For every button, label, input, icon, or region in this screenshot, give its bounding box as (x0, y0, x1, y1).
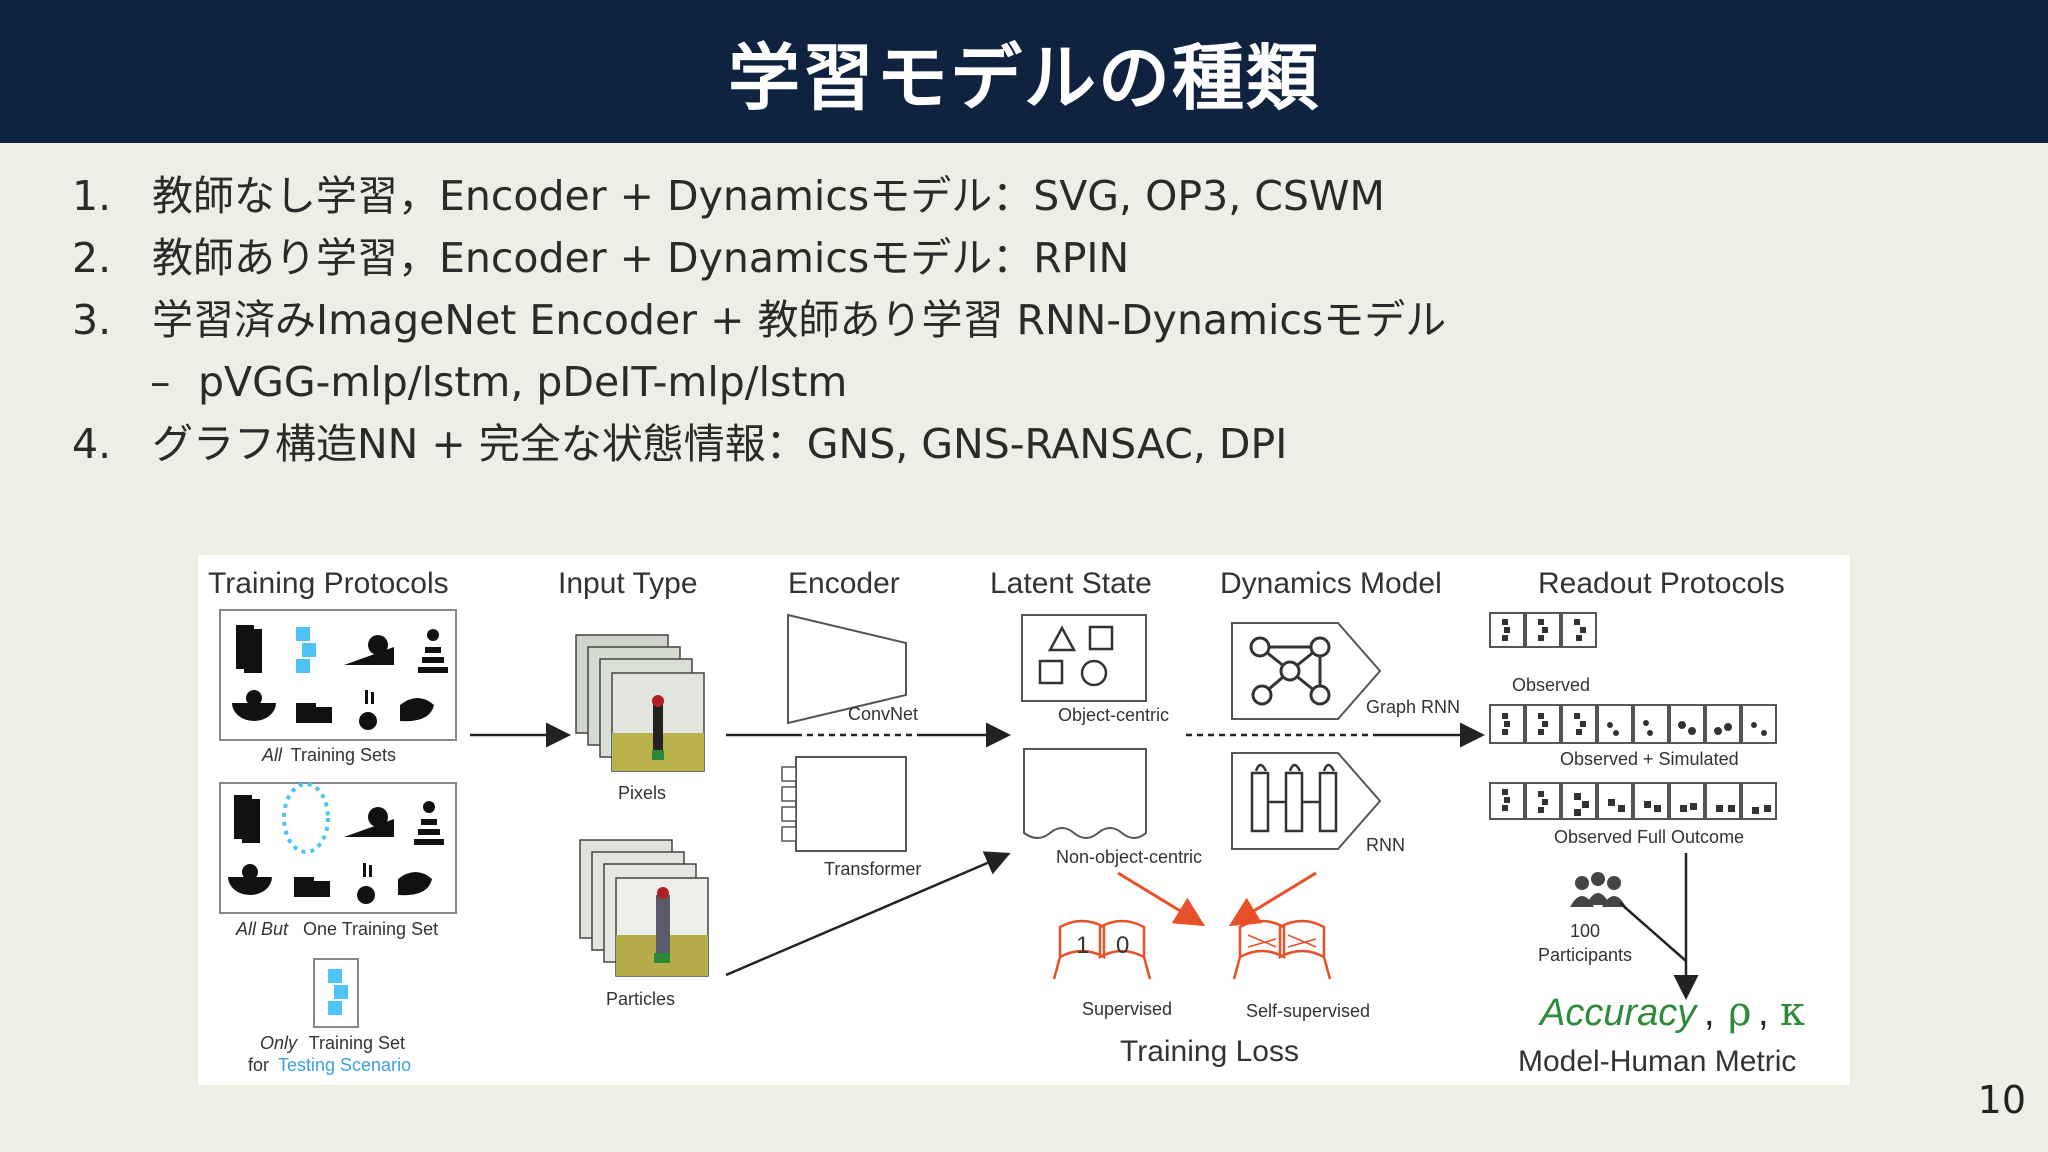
metric-comma-2: , (1758, 992, 1769, 1034)
participants-connector (1619, 902, 1687, 962)
non-object-centric-label: Non-object-centric (1056, 847, 1202, 867)
header-encoder: Encoder (788, 567, 900, 600)
training-all-em: All (261, 745, 283, 765)
list-text: 教師なし学習，Encoder + Dynamicsモデル：SVG, OP3, C… (152, 172, 1385, 220)
supervised-flags: 1 0 Supervised (1052, 919, 1172, 1019)
training-all-box: All Training Sets (219, 609, 457, 765)
list-number: 4. (72, 420, 112, 468)
particles-stack: Particles (579, 839, 709, 1009)
particles-label: Particles (606, 989, 675, 1009)
training-only-label: Training Set (304, 1033, 405, 1053)
graph-rnn-model: Graph RNN (1231, 622, 1460, 720)
transformer-encoder: Transformer (781, 756, 921, 879)
header-input-type: Input Type (558, 567, 698, 600)
graph-rnn-label: Graph RNN (1366, 697, 1460, 717)
convnet-encoder: ConvNet (787, 613, 918, 725)
list-text: 教師あり学習，Encoder + Dynamicsモデル：RPIN (152, 234, 1130, 282)
training-only-em: Only (260, 1033, 298, 1053)
flag-zero: 0 (1116, 932, 1129, 959)
arrow-loss-selfsupervised (1228, 871, 1317, 927)
header-dynamics-model: Dynamics Model (1220, 567, 1442, 600)
slide-title: 学習モデルの種類 (727, 36, 1320, 120)
training-allbut-box: All But One Training Set (219, 782, 457, 939)
list-text: pVGG-mlp/lstm, pDeIT-mlp/lstm (198, 358, 848, 406)
training-loss-title: Training Loss (1120, 1035, 1299, 1068)
participants-label: Participants (1538, 945, 1632, 965)
header-readout-protocols: Readout Protocols (1538, 567, 1785, 600)
model-human-metric-label: Model-Human Metric (1518, 1045, 1796, 1078)
bullet-list: 1. 教師なし学習，Encoder + Dynamicsモデル：SVG, OP3… (72, 165, 1972, 475)
training-all-label: Training Sets (286, 745, 396, 765)
list-text: 学習済みImageNet Encoder + 教師あり学習 RNN-Dynami… (152, 296, 1447, 344)
observed-full-label: Observed Full Outcome (1554, 827, 1744, 847)
training-for-label: for (248, 1055, 274, 1075)
testing-scenario-label: Testing Scenario (278, 1055, 411, 1075)
rnn-model: RNN (1231, 752, 1405, 855)
header-latent-state: Latent State (990, 567, 1152, 600)
sub-dash: – (150, 358, 171, 406)
object-centric-state: Object-centric (1021, 614, 1169, 725)
supervised-label: Supervised (1082, 999, 1172, 1019)
list-item: 1. 教師なし学習，Encoder + Dynamicsモデル：SVG, OP3… (72, 165, 1972, 227)
header-training-protocols: Training Protocols (208, 567, 449, 600)
title-bar: 学習モデルの種類 (0, 0, 2048, 143)
arrow-loss-supervised (1117, 871, 1206, 927)
observed-simulated-label: Observed + Simulated (1560, 749, 1739, 769)
list-item: 3. 学習済みImageNet Encoder + 教師あり学習 RNN-Dyn… (72, 289, 1972, 351)
arrow-particles-latent (725, 851, 1011, 977)
readout-simulated-row (1489, 704, 1777, 744)
readout-observed-row (1489, 612, 1597, 648)
pipeline-diagram: Training Protocols Input Type Encoder La… (208, 567, 1805, 1078)
training-allbut-label: One Training Set (298, 919, 438, 939)
flag-one: 1 (1076, 932, 1089, 959)
pixels-label: Pixels (618, 783, 666, 803)
kappa-label: κ (1780, 989, 1805, 1035)
self-supervised-label: Self-supervised (1246, 1001, 1370, 1021)
list-item: 2. 教師あり学習，Encoder + Dynamicsモデル：RPIN (72, 227, 1972, 289)
list-text: グラフ構造NN + 完全な状態情報：GNS, GNS-RANSAC, DPI (152, 420, 1288, 468)
accuracy-label: Accuracy (1538, 992, 1698, 1034)
convnet-label: ConvNet (848, 704, 918, 724)
participants-icon (1570, 872, 1626, 907)
self-supervised-flags: Self-supervised (1232, 919, 1370, 1021)
list-number: 3. (72, 296, 112, 344)
page-number: 10 (1977, 1078, 2026, 1122)
model-pipeline-figure: Training Protocols Input Type Encoder La… (198, 555, 1850, 1085)
observed-label: Observed (1512, 675, 1590, 695)
participants-number: 100 (1570, 921, 1600, 941)
readout-full-row (1489, 782, 1777, 820)
object-centric-label: Object-centric (1058, 705, 1169, 725)
rho-label: ρ (1728, 989, 1752, 1035)
training-allbut-em: All But (235, 919, 289, 939)
non-object-centric-state: Non-object-centric (1023, 748, 1202, 867)
list-number: 1. (72, 172, 112, 220)
list-item: 4. グラフ構造NN + 完全な状態情報：GNS, GNS-RANSAC, DP… (72, 413, 1972, 475)
list-number: 2. (72, 234, 112, 282)
rnn-label: RNN (1366, 835, 1405, 855)
pixels-stack: Pixels (575, 634, 705, 803)
transformer-label: Transformer (824, 859, 921, 879)
training-only-box: Only Training Set for Testing Scenario (248, 958, 411, 1075)
list-subitem: –pVGG-mlp/lstm, pDeIT-mlp/lstm (72, 351, 1972, 413)
metric-comma-1: , (1704, 992, 1715, 1034)
